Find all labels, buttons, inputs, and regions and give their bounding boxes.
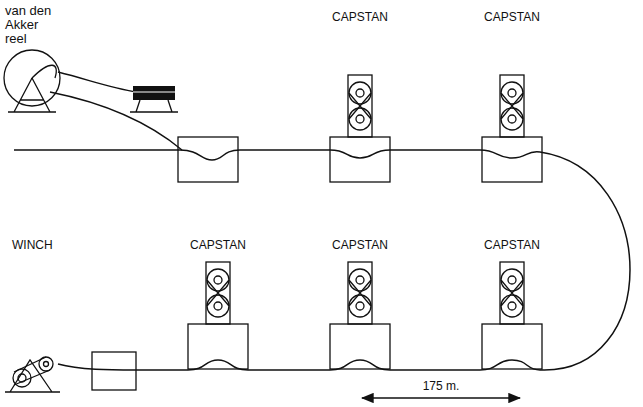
capstan-label: CAPSTAN [484, 10, 540, 24]
capstan-symbol [330, 262, 390, 369]
reel [4, 50, 182, 150]
capstan-symbol [482, 262, 542, 369]
dimension-line [362, 397, 520, 398]
capstan-symbol [482, 75, 542, 182]
capstan-label: CAPSTAN [190, 238, 246, 252]
cable [14, 150, 630, 370]
dimension-label: 175 m. [421, 379, 462, 393]
reel-label: van den Akker reel [5, 4, 53, 46]
winch-label: WINCH [12, 238, 53, 252]
capstan-label: CAPSTAN [332, 10, 388, 24]
capstan-symbol [330, 75, 390, 182]
capstan-label: CAPSTAN [484, 238, 540, 252]
capstan-symbol [188, 262, 248, 369]
cable-guide [130, 86, 178, 112]
capstan-label: CAPSTAN [332, 238, 388, 252]
winch [5, 352, 136, 392]
